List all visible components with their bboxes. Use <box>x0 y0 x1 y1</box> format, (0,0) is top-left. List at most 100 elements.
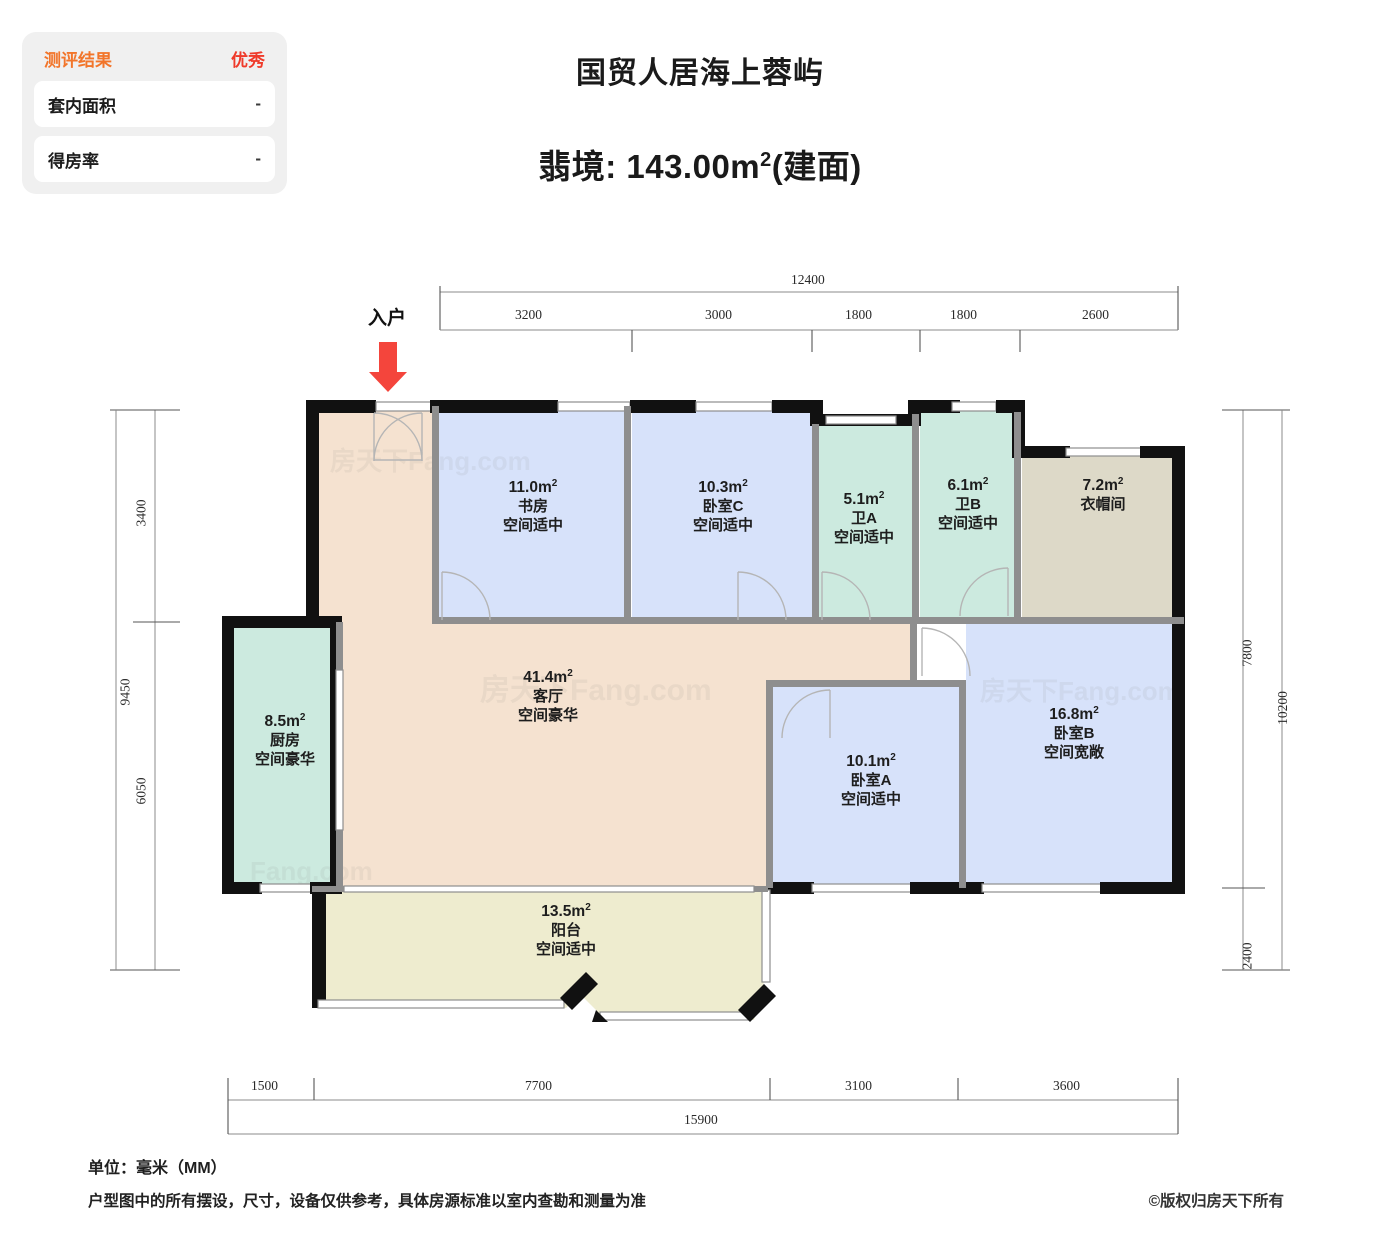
window-balcony-right <box>761 889 771 983</box>
copyright-text: ©版权归房天下所有 <box>1148 1193 1284 1210</box>
dim-top-seg-2: 3000 <box>705 307 732 322</box>
dim-top-seg-5: 2600 <box>1082 307 1109 322</box>
interior-wall-corridor-top <box>432 617 818 624</box>
room-fill-bedroom-c <box>632 406 814 622</box>
interior-wall-bedroom-b-top <box>1018 617 1184 624</box>
exterior-wall-wardrobe-top <box>1012 446 1070 458</box>
interior-wall-study-right <box>624 406 631 624</box>
dim-right-seg-2: 2400 <box>1239 942 1255 970</box>
exterior-wall-kitchen-top <box>222 616 342 628</box>
metric-value-inner-area: - <box>255 94 261 113</box>
dim-bottom-seg-2: 7700 <box>525 1078 552 1093</box>
interior-wall-bath-a-left <box>812 424 819 624</box>
disclaimer-text: 户型图中的所有摆设，尺寸，设备仅供参考，具体房源标准以室内查勘和测量为准 <box>88 1193 647 1210</box>
window-study <box>557 401 631 412</box>
dim-bottom-seg-3: 3100 <box>845 1078 872 1093</box>
exterior-wall-balcony-corner-left <box>592 1010 608 1022</box>
exterior-wall-left-foyer <box>306 400 319 622</box>
dim-top-total: 12400 <box>791 272 825 287</box>
exterior-wall-balcony-left <box>312 882 326 1008</box>
dim-top-seg-1: 3200 <box>515 307 542 322</box>
door-bedroom-b <box>921 627 971 677</box>
room-fill-balcony <box>318 890 766 1020</box>
room-fill-bedroom-a <box>772 686 966 888</box>
evaluation-grade: 优秀 <box>231 51 265 70</box>
metric-label-inner-area: 套内面积 <box>48 96 116 116</box>
window-entry <box>375 401 437 412</box>
evaluation-title: 测评结果 <box>44 51 112 70</box>
evaluation-card: 测评结果 优秀 套内面积 - 得房率 - <box>22 32 287 194</box>
metric-row-usable-rate: 得房率 - <box>34 136 275 182</box>
interior-wall-bath-a-right <box>912 414 919 624</box>
exterior-wall-top-right <box>772 400 822 413</box>
interior-wall-wardrobe-bottom <box>912 617 1018 624</box>
interior-wall-bedroom-a-top <box>766 680 966 687</box>
interior-wall-bath-b-right <box>1014 412 1021 624</box>
window-wardrobe <box>1065 447 1143 457</box>
interior-wall-bedroom-a-left <box>766 680 773 888</box>
exterior-wall-top-study <box>430 400 558 413</box>
metric-value-usable-rate: - <box>255 149 261 168</box>
interior-wall-bedroom-b-left-upper <box>910 622 917 686</box>
project-title: 国贸人居海上蓉屿 <box>576 57 824 90</box>
unit-note: 单位：毫米（MM） <box>88 1160 227 1177</box>
window-bedroom-c <box>695 401 773 412</box>
unit-title-text: 翡境: 143.00m <box>538 148 761 185</box>
exterior-wall-bath-b-top <box>908 400 960 413</box>
room-fill-study <box>436 406 628 622</box>
kitchen-sliding-door <box>335 669 344 831</box>
metric-row-inner-area: 套内面积 - <box>34 81 275 127</box>
watermark-text: Fang.com <box>250 856 373 886</box>
door-bath-a <box>821 571 871 621</box>
exterior-wall-top-mid <box>630 400 696 413</box>
interior-wall-bedroom-a-right <box>959 680 966 888</box>
window-balcony-left <box>317 999 565 1009</box>
door-bedroom-c <box>737 571 787 621</box>
unit-title: 翡境: 143.00m2(建面) <box>0 140 1400 188</box>
metric-label-usable-rate: 得房率 <box>48 151 99 171</box>
exterior-wall-bottom-right <box>1100 882 1184 894</box>
dim-left-seg-1: 3400 <box>133 499 149 527</box>
dim-bottom-total: 15900 <box>684 1112 718 1127</box>
window-balcony-bottom <box>599 1011 751 1021</box>
dim-right-seg-1: 7800 <box>1239 639 1255 667</box>
unit-title-superscript: 2 <box>760 149 772 171</box>
watermark-text: 房天下Fang.com <box>980 676 1181 706</box>
window-bath-b <box>951 401 997 412</box>
room-fill-kitchen <box>228 620 342 888</box>
exterior-wall-top-left <box>306 400 376 413</box>
entry-label: 入户 <box>368 308 407 329</box>
door-entry-right <box>373 412 423 462</box>
exterior-wall-balcony-chamfer-left <box>560 972 598 1010</box>
room-fill-balcony-left <box>318 890 580 1008</box>
balcony-sliding-door <box>343 885 755 893</box>
evaluation-header: 测评结果 优秀 <box>34 42 275 81</box>
dim-bottom-seg-4: 3600 <box>1053 1078 1080 1093</box>
dim-right-total: 10200 <box>1274 691 1290 725</box>
door-bedroom-a <box>781 689 831 739</box>
door-study <box>441 571 491 621</box>
dim-top-seg-3: 1800 <box>845 307 872 322</box>
exterior-wall-right-lower <box>1172 624 1185 894</box>
dim-left-total: 9450 <box>117 678 133 706</box>
window-bath-a <box>825 415 897 425</box>
watermark-text: 房天下Fang.com <box>480 674 712 707</box>
exterior-wall-kitchen-left <box>222 616 234 894</box>
exterior-wall-balcony-chamfer-right <box>738 984 776 1022</box>
window-bedroom-a <box>811 883 913 893</box>
window-bedroom-b <box>981 883 1103 893</box>
room-fill-bedroom-b <box>966 624 1182 888</box>
unit-title-tail: (建面) <box>771 148 862 185</box>
exterior-wall-bottom-mid <box>910 882 984 894</box>
exterior-wall-right-upper <box>1172 446 1185 632</box>
watermark-text: 房天下Fang.com <box>330 446 531 476</box>
room-fill-living <box>312 406 916 890</box>
exterior-wall-bottom-bedroom-a-left <box>766 882 814 894</box>
dim-left-seg-2: 6050 <box>133 777 149 805</box>
dim-top-seg-4: 1800 <box>950 307 977 322</box>
room-fill-bath-a <box>818 424 914 622</box>
room-fill-wardrobe <box>1022 452 1182 622</box>
dim-bottom-seg-1: 1500 <box>251 1078 278 1093</box>
